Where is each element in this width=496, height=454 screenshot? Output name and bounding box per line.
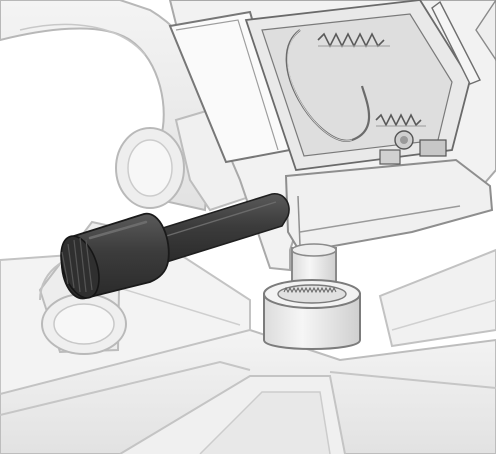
- gas-cylinder-icon: [263, 243, 361, 350]
- spring-icon: [317, 32, 426, 127]
- tension-knob-icon: [60, 193, 290, 300]
